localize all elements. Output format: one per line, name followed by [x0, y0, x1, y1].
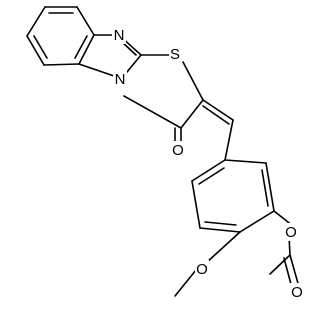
atom-label-o-carbonyl: O: [171, 141, 185, 159]
bond: [202, 99, 234, 121]
bond: [43, 63, 80, 66]
bond: [205, 231, 241, 264]
bond: [174, 269, 197, 297]
bond: [191, 159, 226, 182]
atom-label-n-imidazole: N: [112, 26, 126, 44]
bond: [33, 35, 48, 59]
bond: [78, 63, 115, 77]
acetate-group: [269, 210, 300, 289]
atom-label-o-methoxy: O: [195, 260, 209, 278]
bond: [180, 99, 204, 129]
atom-symbol-o: O: [196, 261, 208, 278]
atom-symbol-o: O: [285, 224, 297, 241]
atom-label-o-ester: O: [284, 223, 298, 241]
methoxy-group: [174, 231, 241, 297]
bond: [26, 6, 46, 37]
bond: [224, 159, 267, 164]
exocyclic-double-bond: [202, 99, 234, 161]
bond: [123, 95, 182, 129]
bond: [199, 227, 241, 233]
bond: [239, 210, 275, 233]
atom-symbol-n: N: [115, 71, 126, 88]
bond: [265, 162, 275, 212]
bond: [198, 167, 225, 185]
thiazolone-ring: [123, 54, 204, 129]
phenyl-ring: [191, 159, 275, 233]
bond: [191, 180, 201, 229]
bond: [202, 105, 230, 125]
atom-label-s-thiazole: S: [169, 45, 182, 63]
atom-label-n-bridgehead: N: [113, 70, 127, 88]
atom-symbol-o: O: [172, 142, 184, 159]
atom-symbol-o: O: [291, 284, 303, 301]
bond: [289, 254, 300, 288]
bond: [78, 34, 95, 65]
atom-label-o-acetyl-carbonyl: O: [290, 283, 304, 301]
bond: [269, 254, 291, 275]
bond: [74, 35, 88, 59]
bond: [76, 6, 95, 36]
bond: [224, 119, 234, 161]
benzimidazole-benzene-ring: [26, 6, 95, 66]
bond: [26, 35, 45, 66]
bond: [121, 41, 137, 56]
imidazole-ring: [78, 34, 142, 79]
bond: [261, 169, 269, 207]
atom-symbol-s: S: [170, 46, 180, 63]
atom-symbol-n: N: [114, 27, 125, 44]
bond: [204, 221, 237, 226]
bond: [182, 61, 204, 101]
